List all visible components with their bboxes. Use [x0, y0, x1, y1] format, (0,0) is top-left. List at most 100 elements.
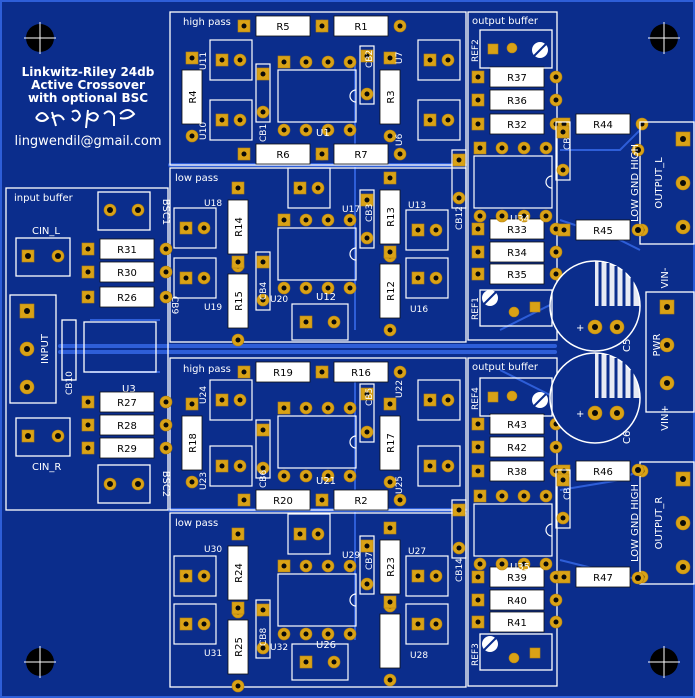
part-u6: U6 [395, 99, 461, 146]
svg-text:U11: U11 [199, 52, 209, 70]
ref1-label: REF1 [471, 297, 481, 320]
capacitor-cb12: CB12 [451, 149, 467, 230]
svg-text:R6: R6 [276, 150, 289, 161]
capacitor-cb3: CB3 [359, 189, 375, 249]
svg-text:R36: R36 [507, 96, 527, 107]
low-gnd-high-label-top: LOW GND HIGH [630, 144, 641, 222]
ref-trimmers: REF2 REF1 REF4 REF3 [471, 29, 553, 671]
resistor-r17: R17 [379, 397, 401, 489]
ref2-label: REF2 [471, 39, 481, 62]
svg-text:U20: U20 [270, 295, 288, 305]
opamp-u35: U35 [473, 489, 553, 573]
vin-minus-label: VIN- [660, 267, 671, 288]
resistor-r41: R41 [471, 611, 563, 633]
bsc1-label: BSC1 [160, 199, 171, 225]
svg-text:R20: R20 [273, 496, 293, 507]
svg-text:U1: U1 [316, 128, 330, 139]
resistor-r1: R1 [315, 15, 407, 37]
svg-text:R23: R23 [386, 557, 397, 577]
svg-text:+: + [576, 409, 584, 420]
section-label-output-buffer-bottom: output buffer [472, 362, 539, 373]
section-label-low-pass-top: low pass [175, 173, 218, 184]
bsc2-label: BSC2 [160, 471, 171, 497]
title-line-2: Active Crossover [31, 78, 145, 92]
resistor-r35: R35 [471, 263, 563, 285]
svg-text:U12: U12 [316, 292, 336, 303]
svg-text:R16: R16 [351, 368, 371, 379]
output-connectors: LOW GND HIGH OUTPUT_L LOW GND HIGH OUTPU… [630, 121, 695, 585]
svg-text:R45: R45 [593, 226, 613, 237]
svg-text:R27: R27 [117, 398, 137, 409]
resistor-r2: R2 [315, 489, 407, 511]
svg-text:R18: R18 [188, 433, 199, 453]
svg-text:R35: R35 [507, 270, 527, 281]
svg-text:R4: R4 [188, 90, 199, 103]
svg-text:CB7: CB7 [365, 552, 375, 570]
svg-text:R3: R3 [386, 90, 397, 103]
svg-text:U24: U24 [199, 386, 209, 404]
resistor-r36: R36 [471, 89, 563, 111]
resistor-r26: R26 [81, 286, 173, 308]
capacitor-cb7: CB7 [359, 535, 375, 595]
opamp-u21: U21 [277, 401, 357, 487]
title-line-3: with optional BSC [28, 91, 148, 105]
part-u24: U24 [199, 379, 253, 421]
svg-text:CB14: CB14 [455, 558, 465, 582]
input-buffer-section [5, 187, 169, 511]
part-u25: U25 [395, 445, 461, 494]
svg-text:CB3: CB3 [365, 204, 375, 222]
section-label-input-buffer: input buffer [14, 193, 74, 204]
svg-text:R30: R30 [117, 268, 137, 279]
part-u11: U11 [199, 39, 253, 81]
part-u19: U19 [173, 257, 222, 313]
capacitor-cb_bottom: CB [555, 469, 573, 529]
svg-text:R17: R17 [386, 433, 397, 453]
svg-text:R42: R42 [507, 443, 527, 454]
svg-text:R46: R46 [593, 467, 613, 478]
svg-text:+: + [576, 323, 584, 334]
svg-text:U10: U10 [199, 122, 209, 140]
title-line-1: Linkwitz-Riley 24db [22, 65, 155, 79]
part-u22: U22 [395, 379, 461, 421]
resistor-r30: R30 [81, 261, 173, 283]
part-u28: U28 [405, 603, 449, 661]
svg-text:R19: R19 [273, 368, 293, 379]
svg-text:U34: U34 [510, 214, 530, 225]
svg-text:U25: U25 [395, 476, 405, 494]
svg-text:R37: R37 [507, 73, 527, 84]
svg-text:U17: U17 [342, 205, 360, 215]
svg-text:R47: R47 [593, 573, 613, 584]
resistor-r16: R16 [315, 361, 407, 383]
opamp-u12: U12 [277, 213, 357, 303]
output-buffer-top-section [467, 11, 558, 341]
c6-label: C6 [622, 431, 633, 444]
svg-text:R40: R40 [507, 596, 527, 607]
opamp-u34: U34 [473, 141, 553, 225]
part-u30: U30 [173, 545, 222, 597]
capacitor-cb8: CB8 [255, 599, 271, 659]
input-connector-label: INPUT [40, 333, 51, 364]
resistor-r37: R37 [471, 66, 563, 88]
svg-text:R31: R31 [117, 245, 137, 256]
section-label-high-pass-bottom: high pass [183, 364, 231, 375]
svg-text:CB8: CB8 [259, 628, 269, 646]
svg-text:U7: U7 [395, 52, 405, 64]
capacitor-cb5: CB5 [359, 383, 375, 443]
part-u27: U27 [405, 547, 449, 597]
vin-plus-label: VIN+ [660, 405, 671, 431]
capacitor-cb2: CB2 [359, 45, 375, 105]
svg-text:U6: U6 [395, 133, 405, 146]
high-pass-top-section [169, 11, 467, 166]
svg-text:R32: R32 [507, 120, 527, 131]
resistor-r4: R4 [181, 51, 203, 143]
svg-text:R41: R41 [507, 618, 527, 629]
resistor-r27: R27 [81, 391, 173, 413]
part-u29: U29 [287, 513, 360, 561]
svg-text:CB1: CB1 [259, 124, 269, 142]
svg-text:R15: R15 [234, 291, 245, 311]
svg-text:R24: R24 [234, 563, 245, 583]
svg-text:R1: R1 [354, 22, 367, 33]
svg-text:U32: U32 [270, 643, 288, 653]
electrolytic-c6: + C6 [549, 352, 641, 444]
